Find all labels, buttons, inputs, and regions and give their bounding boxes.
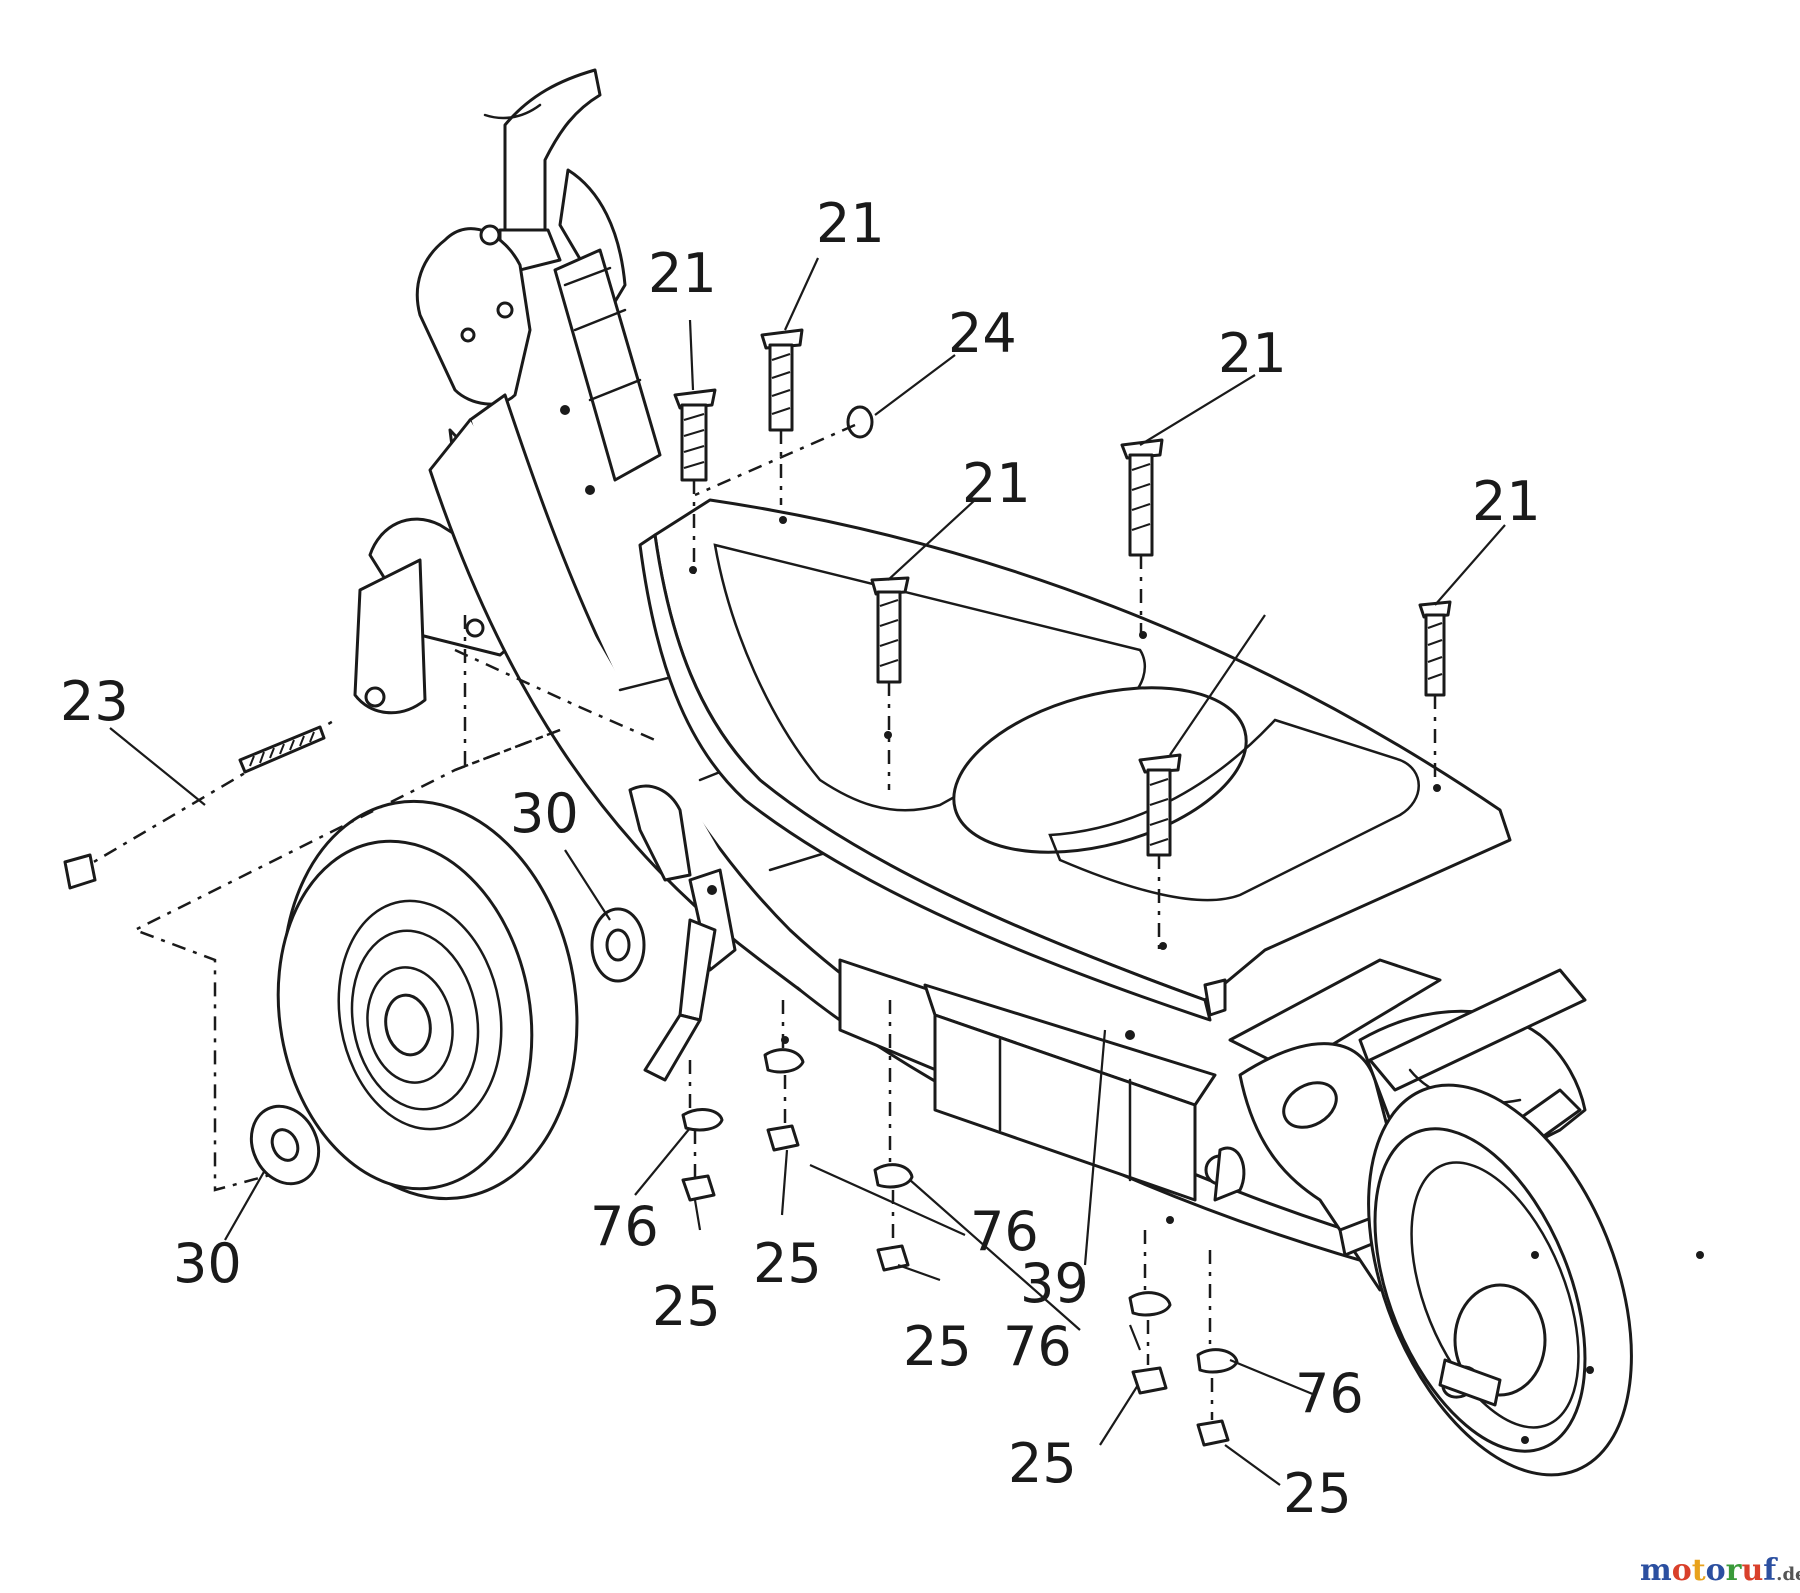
callout-21: 21 bbox=[648, 242, 717, 305]
watermark-letter: u bbox=[1741, 1553, 1763, 1588]
screw-21-b bbox=[760, 328, 804, 505]
watermark-letter: m bbox=[1640, 1553, 1672, 1588]
callout-25: 25 bbox=[903, 1315, 972, 1378]
washer-30-lower bbox=[249, 1104, 321, 1186]
battery-box bbox=[838, 958, 1217, 1202]
callout-21: 21 bbox=[1218, 322, 1287, 385]
screw-21-e bbox=[1418, 600, 1452, 785]
callout-76: 76 bbox=[1003, 1315, 1072, 1378]
watermark-suffix: .de bbox=[1776, 1564, 1800, 1585]
callout-25: 25 bbox=[652, 1275, 721, 1338]
deck bbox=[638, 498, 1512, 1022]
axle-23 bbox=[63, 615, 656, 1192]
watermark-logo: motoruf.de bbox=[1640, 1553, 1800, 1588]
callout-24: 24 bbox=[948, 302, 1017, 365]
callout-25: 25 bbox=[1283, 1462, 1352, 1525]
callout-30: 30 bbox=[173, 1232, 242, 1295]
callout-30: 30 bbox=[510, 782, 579, 845]
watermark-letter: t bbox=[1692, 1553, 1706, 1588]
kickstand bbox=[643, 868, 737, 1082]
callout-76: 76 bbox=[1295, 1362, 1364, 1425]
washer-30-upper bbox=[590, 907, 646, 983]
callout-25: 25 bbox=[753, 1232, 822, 1295]
screw-21-a bbox=[673, 388, 717, 580]
bottom-fasteners bbox=[681, 1000, 1239, 1447]
watermark-letter: o bbox=[1706, 1553, 1726, 1588]
rear-wheel bbox=[1367, 1083, 1704, 1477]
bracket-top bbox=[628, 784, 692, 882]
screw-21-c bbox=[870, 576, 910, 790]
callout-23: 23 bbox=[60, 670, 129, 733]
callout-21: 21 bbox=[1472, 470, 1541, 533]
callout-21: 21 bbox=[816, 192, 885, 255]
screw-21-f bbox=[1138, 753, 1182, 955]
callout-76: 76 bbox=[590, 1195, 659, 1258]
callout-labels: 21 21 24 21 21 21 23 30 30 76 25 25 76 3… bbox=[60, 192, 1541, 1525]
watermark-letter: r bbox=[1726, 1553, 1743, 1588]
watermark-letter: o bbox=[1672, 1553, 1692, 1588]
screw-21-d bbox=[1120, 438, 1164, 635]
callout-21: 21 bbox=[962, 452, 1031, 515]
front-wheel bbox=[276, 799, 579, 1201]
callout-76: 76 bbox=[970, 1200, 1039, 1263]
callout-25: 25 bbox=[1008, 1432, 1077, 1495]
bushing-24 bbox=[694, 405, 874, 497]
screws-21 bbox=[673, 328, 1452, 955]
leader-lines bbox=[109, 257, 1506, 1486]
callout-39: 39 bbox=[1020, 1252, 1089, 1315]
watermark-letter: f bbox=[1763, 1553, 1778, 1588]
